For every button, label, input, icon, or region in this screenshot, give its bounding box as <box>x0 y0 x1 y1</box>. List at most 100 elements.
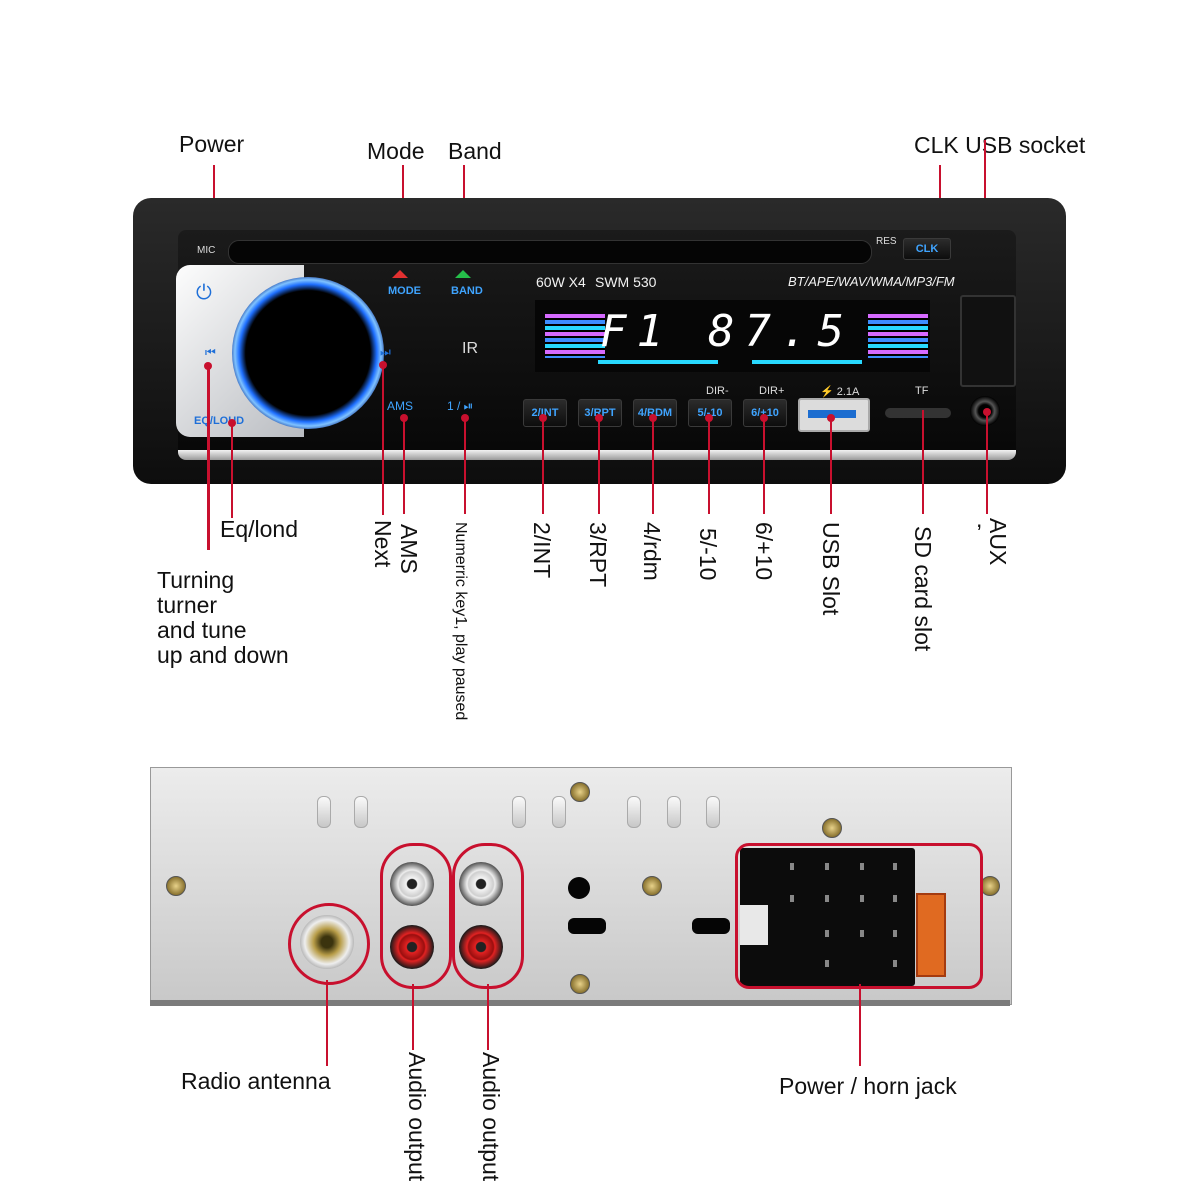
prev-icon[interactable]: ⏮ <box>205 345 216 359</box>
screw <box>642 876 662 896</box>
callout-usb-slot: USB Slot <box>818 522 844 616</box>
leader-line-sd <box>922 410 924 514</box>
play-pause-button[interactable]: 1 / ⏯ <box>447 399 474 413</box>
preset-button-3[interactable]: 3/RPT <box>578 399 622 427</box>
callout-power: Power <box>179 131 245 157</box>
volume-knob[interactable] <box>232 277 384 429</box>
tf-label: TF <box>915 385 929 397</box>
res-label: RES <box>876 236 897 247</box>
callout-6-10: 6/+10 <box>751 522 777 581</box>
connector-pin <box>893 895 897 902</box>
leader-line-6 <box>763 418 765 514</box>
connector-pin <box>860 863 864 870</box>
leader-line-audio-1 <box>412 984 414 1050</box>
mount-slot <box>692 918 730 934</box>
callout-audio-output-2: Audio output <box>478 1052 504 1182</box>
connector-pin <box>790 863 794 870</box>
vent-slot <box>667 796 681 828</box>
leader-line-antenna <box>326 980 328 1066</box>
connector-pin <box>790 895 794 902</box>
callout-band: Band <box>448 138 502 164</box>
eq-bars-right <box>868 314 928 358</box>
power-rating: 60W X4 <box>536 274 586 290</box>
audio-output-2-highlight <box>452 843 524 989</box>
preset-button-4[interactable]: 4/RDM <box>633 399 677 427</box>
connector-pin <box>893 930 897 937</box>
callout-4-rdm: 4/rdm <box>639 522 665 581</box>
band-phone-icon <box>455 270 471 278</box>
model-name: SWM 530 <box>595 274 657 290</box>
preset-button-5[interactable]: 5/-10 <box>688 399 732 427</box>
callout-audio-output-1: Audio output <box>404 1052 430 1182</box>
ir-sensor-icon: IR <box>462 340 478 357</box>
leader-line-turning <box>207 366 210 550</box>
leader-line-aux <box>986 412 988 514</box>
leader-line-4 <box>652 418 654 514</box>
leader-line-play <box>464 418 466 514</box>
mic-label: MIC <box>197 245 216 256</box>
leader-line-eq <box>231 423 233 518</box>
leader-line-power-horn <box>859 984 861 1066</box>
callout-turning-line-1: Turning <box>157 567 235 593</box>
connector-pin <box>825 960 829 967</box>
connector-pin <box>860 895 864 902</box>
callout-numeric-key: Numerric key1, play paused <box>452 522 469 721</box>
clk-button[interactable]: CLK <box>903 238 951 260</box>
display-underline-left <box>598 360 718 364</box>
preset-button-2[interactable]: 2/INT <box>523 399 567 427</box>
faceplate-trim <box>178 450 1016 460</box>
ams-button[interactable]: AMS <box>387 399 414 413</box>
clk-usb-socket[interactable] <box>960 295 1016 387</box>
tf-card-slot[interactable] <box>885 408 951 418</box>
callout-2-int: 2/INT <box>529 522 555 579</box>
screw <box>570 782 590 802</box>
formats-label: BT/APE/WAV/WMA/MP3/FM <box>788 274 955 289</box>
connector-pin <box>893 960 897 967</box>
mount-hole <box>568 877 590 899</box>
callout-turning: Turning turner and tune up and down <box>157 568 289 668</box>
screw <box>166 876 186 896</box>
mode-button[interactable]: MODE <box>388 285 421 297</box>
leader-line-5 <box>708 418 710 514</box>
callout-aux: AUX <box>985 518 1011 566</box>
power-connector-highlight <box>735 843 983 989</box>
antenna-highlight-circle <box>288 903 370 985</box>
leader-line-audio-2 <box>487 984 489 1050</box>
leader-line-next <box>382 365 384 515</box>
rear-chassis-edge <box>150 1000 1010 1006</box>
callout-eq-lond: Eq/lond <box>220 516 299 542</box>
vent-slot <box>627 796 641 828</box>
display-underline-right <box>752 360 862 364</box>
vent-slot <box>512 796 526 828</box>
screw <box>980 876 1000 896</box>
band-button[interactable]: BAND <box>451 285 483 297</box>
mode-phone-icon <box>392 270 408 278</box>
dir-plus-label: DIR+ <box>759 385 785 397</box>
callout-aux-mark: , <box>976 506 983 532</box>
next-icon[interactable]: ⏭ <box>380 345 391 359</box>
screw <box>822 818 842 838</box>
callout-5-10: 5/-10 <box>695 528 721 581</box>
preset-button-6[interactable]: 6/+10 <box>743 399 787 427</box>
power-button-icon[interactable]: ⏻ <box>196 282 212 304</box>
front-slot <box>228 240 872 264</box>
callout-turning-line-2: turner <box>157 592 218 618</box>
callout-power-horn-jack: Power / horn jack <box>779 1073 957 1099</box>
display-band: F1 <box>600 306 673 357</box>
vent-slot <box>552 796 566 828</box>
callout-ams: AMS <box>396 524 422 574</box>
connector-pin <box>893 863 897 870</box>
eq-bars-left <box>545 314 605 358</box>
connector-pin <box>825 930 829 937</box>
eq-loud-button[interactable]: EQ/LOUD <box>194 415 245 427</box>
connector-pin <box>860 930 864 937</box>
leader-line-2 <box>542 418 544 514</box>
leader-line-ams <box>403 418 405 514</box>
callout-turning-line-3: and tune <box>157 617 247 643</box>
usb-current-label: ⚡ 2.1A <box>820 386 860 398</box>
vent-slot <box>317 796 331 828</box>
callout-mode: Mode <box>367 138 425 164</box>
callout-3-rpt: 3/RPT <box>585 522 611 588</box>
leader-line-3 <box>598 418 600 514</box>
mount-slot <box>568 918 606 934</box>
